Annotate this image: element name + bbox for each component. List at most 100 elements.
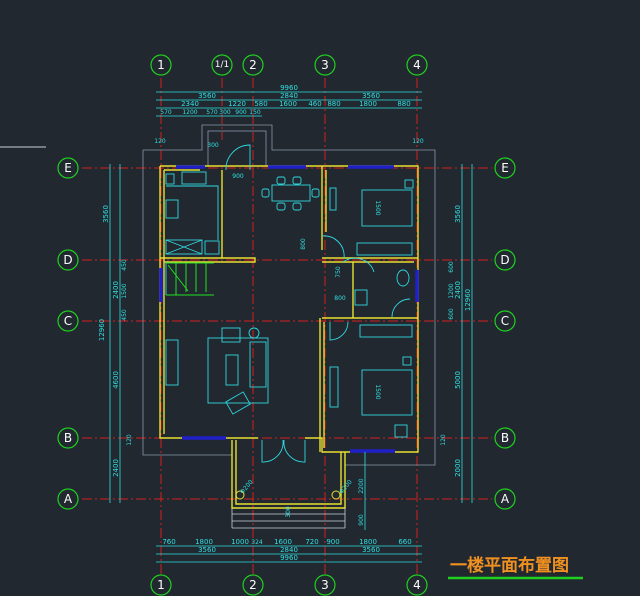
main-door [261, 439, 306, 463]
annotation: 120 [154, 138, 166, 145]
annotation: 800 [300, 238, 307, 250]
dim-text: 1200 [448, 283, 455, 298]
axis-bubbles: 1 1/1 2 3 4 1 2 3 4 E D C B A E D C B A [57, 54, 516, 596]
axis-label-right: B [501, 431, 509, 445]
living-tv-cabinet [165, 339, 179, 386]
dim-text: 2400 [112, 459, 120, 477]
dim-text: 600 [448, 308, 455, 320]
kitchen-cabinet [165, 239, 203, 255]
dim-text: 324 [251, 539, 263, 546]
axis-label-bottom: 4 [413, 578, 421, 592]
dim-text: 3560 [102, 205, 110, 223]
annotation: 120 [412, 138, 424, 145]
dining-chair [276, 202, 286, 211]
dim-text: 570 [160, 109, 172, 116]
annotation: Φ200 [239, 478, 255, 495]
dim-text: 150 [249, 109, 261, 116]
dim-text: 450 [121, 259, 128, 271]
dim-text: 120 [440, 434, 447, 446]
axis-label-top: 1/1 [215, 60, 229, 70]
dining-chair [292, 202, 302, 211]
dim-text: 1800 [195, 538, 213, 546]
toilet [396, 269, 410, 287]
axis-label-left: C [64, 314, 72, 328]
annotations: 900 300 120 120 800 750 800 1500 1500 22… [154, 138, 424, 526]
dim-text: 660 [398, 538, 411, 546]
porch-wall-inner [235, 440, 342, 505]
annotation: 900 [358, 514, 365, 526]
axis-label-right: E [501, 161, 509, 175]
bedroom2-tv [329, 366, 339, 408]
armchair-2 [225, 391, 251, 415]
dim-total-right: 12960 [464, 289, 472, 311]
dim-text: 2840 [280, 92, 298, 100]
dims-top: 9960 3560 2840 3560 2340 1220 580 1600 4… [160, 84, 410, 116]
dims-right: 3560 2400 5000 2000 12960 600 1200 600 1… [440, 205, 472, 477]
wall-left [159, 166, 182, 439]
bath-door [342, 257, 375, 273]
dim-text: 720 [305, 538, 318, 546]
dim-text: 2000 [454, 459, 462, 477]
outline [142, 124, 436, 466]
washbasin [354, 289, 368, 306]
dim-text: 5000 [454, 371, 462, 389]
dim-text: 760 [162, 538, 175, 546]
dimension-lines [109, 91, 473, 563]
dim-text: 2840 [280, 546, 298, 554]
dim-total-top: 9960 [280, 84, 298, 92]
bedroom1-bed [361, 189, 413, 227]
shower [391, 298, 411, 318]
column-left [235, 490, 245, 500]
dim-text: 3560 [198, 546, 216, 554]
annotation: 750 [335, 266, 342, 278]
bedroom2-nightstand [402, 356, 412, 366]
dim-text: 2400 [112, 281, 120, 299]
annotation: 800 [334, 295, 346, 302]
axis-label-left: E [64, 161, 72, 175]
axis-label-top: 1 [157, 58, 165, 72]
bedroom2-bed [361, 369, 413, 416]
bedroom1-wardrobe [356, 242, 413, 256]
kitchen-appliance [204, 240, 220, 255]
dim-text: 300 [219, 109, 231, 116]
bedroom2-door [329, 321, 349, 341]
dim-text: 460 [308, 100, 321, 108]
dim-text: 450 [121, 309, 128, 321]
axis-label-left: D [63, 253, 72, 267]
dining-chair [276, 176, 286, 185]
coffee-table [225, 354, 239, 386]
dim-text: 3560 [362, 546, 380, 554]
dim-text: 2340 [181, 100, 199, 108]
bedroom1-nightstand [404, 179, 414, 189]
dim-text: 880 [397, 100, 410, 108]
bedroom2-wardrobe [359, 324, 413, 338]
dim-text: 4600 [112, 371, 120, 389]
dim-total-left: 12960 [98, 319, 106, 341]
dim-text: 580 [254, 100, 267, 108]
wall-bottom-right [305, 437, 350, 453]
bedroom1-tv [329, 187, 337, 211]
axis-label-right: A [501, 492, 510, 506]
plant [248, 327, 260, 339]
sofa [249, 341, 267, 388]
axis-label-bottom: 3 [321, 578, 329, 592]
axis-grid [82, 78, 492, 575]
kitchen-stove [165, 199, 179, 219]
living-rug [207, 337, 269, 404]
dim-text: 3560 [362, 92, 380, 100]
dim-text: 1220 [228, 100, 246, 108]
axis-label-top: 3 [321, 58, 329, 72]
armchair [221, 327, 241, 343]
dim-text: 1200 [182, 109, 197, 116]
roof-outline-left [142, 150, 232, 456]
dim-text: 1600 [274, 538, 292, 546]
furniture [165, 144, 414, 529]
dining-chair [261, 188, 270, 198]
porch-steps [231, 508, 346, 529]
annotation: 900 [232, 173, 244, 180]
annotation: 1500 [374, 384, 381, 399]
dim-text: 3560 [454, 205, 462, 223]
kitchen-fridge [165, 173, 175, 185]
